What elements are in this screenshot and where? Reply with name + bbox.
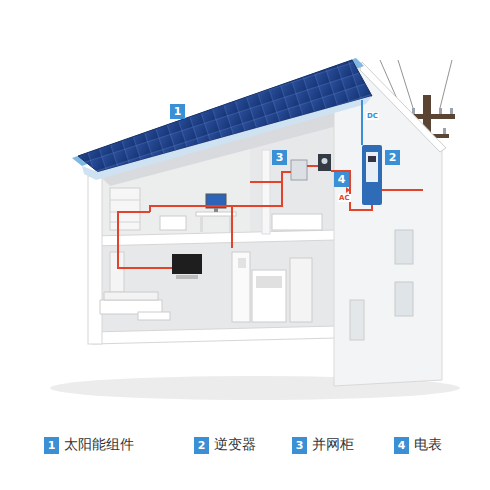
legend-text: 逆变器	[214, 436, 256, 454]
callout-number: 2	[385, 150, 400, 165]
callout-number: 1	[170, 104, 185, 119]
legend-swatch: 2	[194, 437, 209, 454]
legend-item: 4 电表	[394, 436, 442, 454]
legend-text: 并网柜	[312, 436, 354, 454]
legend-number: 3	[296, 439, 304, 452]
legend-text: 电表	[414, 436, 442, 454]
legend-number: 4	[398, 439, 406, 452]
legend-swatch: 3	[292, 437, 307, 454]
current-label: DC	[366, 112, 379, 120]
callout-number: 3	[272, 150, 287, 165]
current-label: AC	[338, 194, 351, 202]
legend-swatch: 4	[394, 437, 409, 454]
legend-number: 1	[48, 439, 56, 452]
legend-item: 3 并网柜	[292, 436, 354, 454]
legend-item: 2 逆变器	[194, 436, 256, 454]
legend-swatch: 1	[44, 437, 59, 454]
legend-item: 1 太阳能组件	[44, 436, 134, 454]
callout-number: 4	[334, 172, 349, 187]
legend-number: 2	[198, 439, 206, 452]
legend-text: 太阳能组件	[64, 436, 134, 454]
